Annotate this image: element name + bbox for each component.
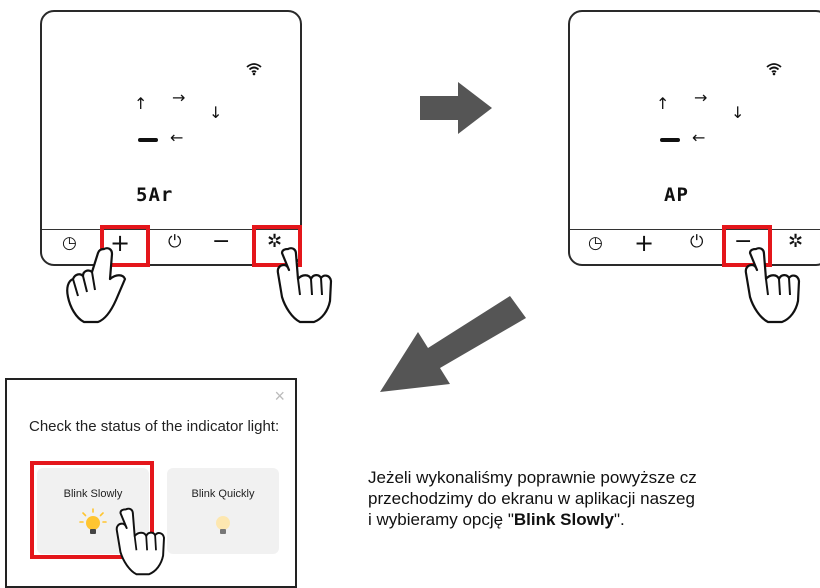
close-icon[interactable]: ×	[274, 386, 285, 406]
light-button[interactable]: ✲	[788, 231, 804, 252]
arrow-up-icon: ↑	[656, 94, 670, 113]
display-readout: AP	[664, 184, 689, 206]
display-readout: 5Ar	[136, 184, 174, 206]
hand-pointer-icon	[66, 247, 127, 324]
caption-text: ".	[614, 510, 625, 529]
caption-line: i wybieramy opcję "Blink Slowly".	[368, 509, 820, 530]
hand-pointer-icon	[744, 247, 801, 324]
right-arrow-icon	[420, 82, 492, 134]
button-bar-divider	[570, 229, 820, 230]
light-button-highlight	[252, 225, 302, 267]
arrow-up-icon: ↑	[134, 94, 148, 113]
plus-button-highlight	[100, 225, 150, 267]
bulb-on-icon	[79, 508, 107, 534]
minus-button[interactable]: −	[734, 229, 753, 254]
hand-pointer-icon	[276, 247, 333, 324]
power-button[interactable]: ⏻	[168, 232, 182, 252]
minus-button-highlight	[722, 225, 772, 267]
caption-line: Jeżeli wykonaliśmy poprawnie powyższe cz	[368, 468, 697, 487]
left-thermostat: ↑ → ↓ ← 5Ar ◷ + ⏻ − ✲	[40, 10, 302, 266]
segment-bar	[660, 138, 680, 142]
button-bar-divider	[42, 229, 300, 230]
light-button[interactable]: ✲	[267, 231, 283, 252]
instruction-caption: Jeżeli wykonaliśmy poprawnie powyższe cz…	[368, 467, 820, 530]
dialog-title: Check the status of the indicator light:	[29, 418, 280, 435]
plus-button[interactable]: +	[634, 229, 655, 257]
segment-bar	[138, 138, 158, 142]
minus-button[interactable]: −	[212, 229, 231, 254]
right-thermostat: ↑ → ↓ ← AP ◷ + ⏻ − ✲	[568, 10, 820, 266]
arrow-left-icon: ←	[692, 128, 706, 147]
plus-button[interactable]: +	[110, 229, 131, 257]
caption-text: i wybieramy opcję "	[368, 510, 514, 529]
bulb-off-icon	[216, 516, 230, 534]
caption-line: przechodzimy do ekranu w aplikacji nasze…	[368, 489, 695, 508]
down-left-arrow-icon	[380, 296, 526, 392]
option-label: Blink Slowly	[63, 488, 123, 500]
wifi-icon	[246, 62, 262, 79]
arrow-down-icon: ↓	[731, 103, 745, 122]
power-button[interactable]: ⏻	[690, 232, 704, 252]
arrow-right-icon: →	[694, 88, 708, 107]
blink-quickly-option[interactable]: Blink Quickly	[167, 468, 279, 554]
hand-pointer-icon	[115, 507, 165, 576]
arrow-right-icon: →	[172, 88, 186, 107]
option-label: Blink Quickly	[191, 488, 255, 500]
blink-slowly-highlight	[30, 461, 154, 559]
wifi-icon	[766, 62, 782, 79]
arrow-left-icon: ←	[170, 128, 184, 147]
caption-bold-text: Blink Slowly	[513, 510, 615, 529]
clock-button[interactable]: ◷	[588, 233, 603, 253]
clock-button[interactable]: ◷	[62, 233, 77, 253]
arrow-down-icon: ↓	[209, 103, 223, 122]
